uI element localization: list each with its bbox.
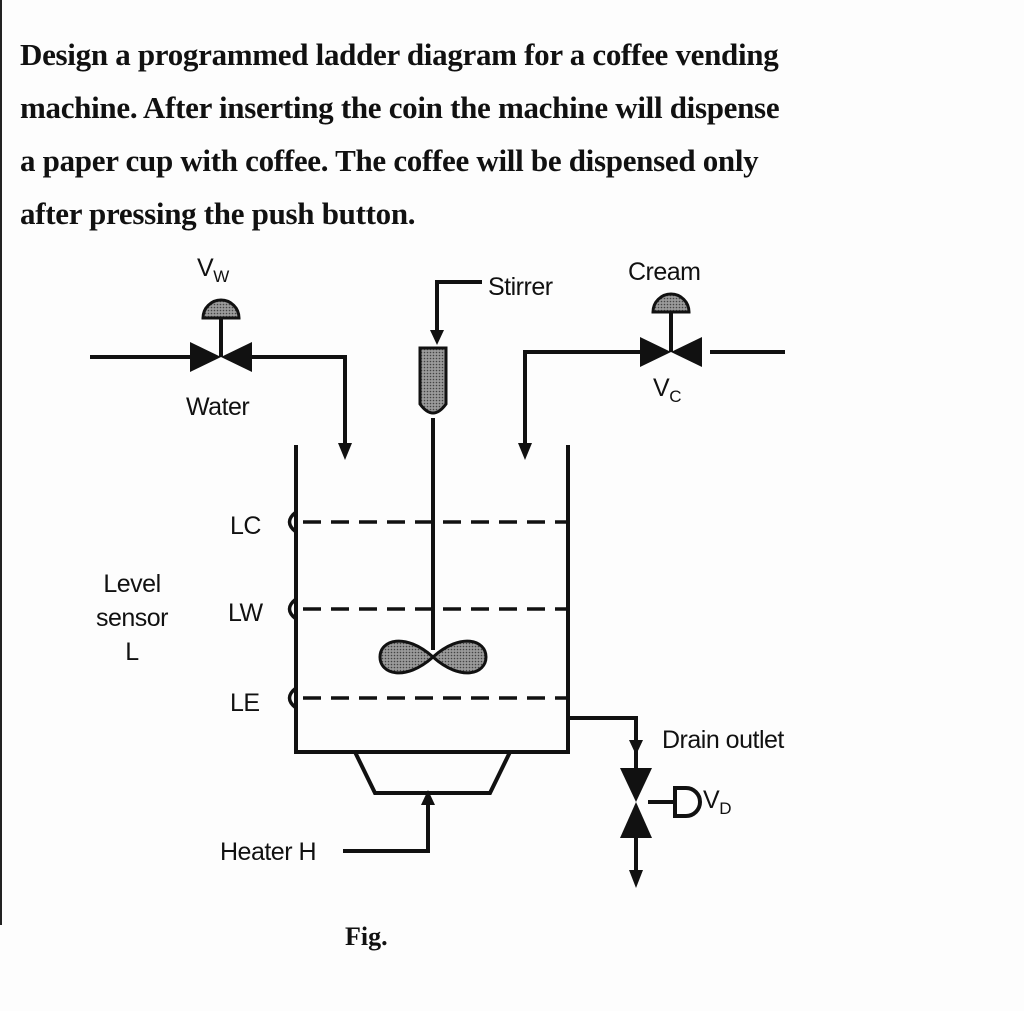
vc-label: VC [653,374,681,406]
heater-label: Heater H [220,838,316,866]
lw-label: LW [228,599,264,627]
actuator-icon [201,298,241,320]
heater-pointer-line [343,802,430,853]
water-label: Water [186,393,249,421]
level-probe-icon [287,686,298,710]
valve-icon [640,292,702,367]
le-label: LE [230,689,260,717]
level-sensor-label: sensor [96,604,168,632]
level-sensor-label: L [125,638,139,666]
actuator-icon [673,786,702,818]
actuator-icon [651,292,691,314]
problem-line: Design a programmed ladder diagram for a… [20,37,779,72]
arrow-icon [338,443,352,460]
problem-statement: Design a programmed ladder diagram for a… [20,28,920,240]
drain-outlet-label: Drain outlet [662,726,784,754]
stirrer-label: Stirrer [488,273,553,301]
valve-icon [620,768,702,838]
stirrer-pointer-line [435,280,482,338]
vd-label: VD [703,786,731,818]
problem-line: after pressing the push button. [20,196,416,231]
valve-icon [190,298,252,372]
arrow-icon [629,740,643,755]
heater-base [351,750,514,795]
cream-feed-pipe [523,350,640,445]
cream-label: Cream [628,258,701,286]
impeller-icon [378,639,488,675]
level-sensor-label: Level [103,570,160,598]
problem-line: machine. After inserting the coin the ma… [20,90,780,125]
arrow-icon [518,443,532,460]
left-border [0,0,2,925]
level-probe-icon [287,510,298,534]
figure-caption: Fig. [345,922,388,951]
arrow-icon [421,790,435,805]
vw-label: VW [197,254,229,286]
level-probe-icon [287,597,298,621]
stirrer-icon [418,346,448,415]
arrow-icon [629,870,643,888]
arrow-icon [430,330,444,345]
problem-line: a paper cup with coffee. The coffee will… [20,143,759,178]
drain-pipe [568,716,638,768]
water-feed-pipe [252,355,347,445]
lc-label: LC [230,512,261,540]
